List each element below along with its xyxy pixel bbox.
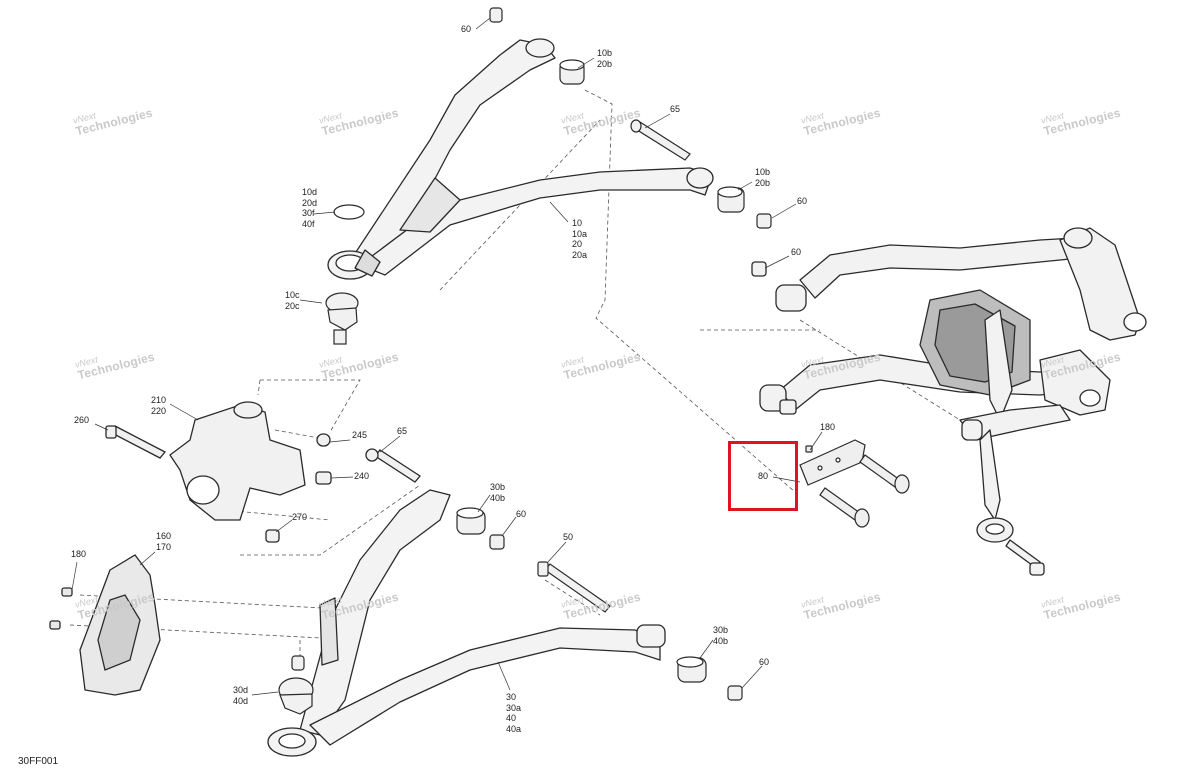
callout-60: 60 [516,509,527,519]
callout-60: 60 [797,196,808,206]
steering-knuckle [105,401,421,543]
assembled-suspension [751,227,1147,576]
callout-60: 60 [759,657,770,667]
lower-a-arm [267,489,666,757]
callout-30d-40d: 30d 40d [233,685,249,706]
callout-160-170: 160 170 [156,531,172,552]
upper-a-arm [327,38,714,280]
callout-180: 180 [820,422,836,432]
callout-245: 245 [352,430,368,440]
callout-60: 60 [791,247,802,257]
callout-260: 260 [74,415,90,425]
highlight-box [728,441,798,511]
callout-180: 180 [71,549,87,559]
callout-10-10a-20-20a: 10 10a 20 20a [572,218,588,260]
callout-65: 65 [670,104,681,114]
callout-10c-20c: 10c 20c [285,290,300,311]
callout-30b-40b: 30b 40b [713,625,729,646]
callout-210-220: 210 220 [151,395,167,416]
upper-hardware [325,7,772,345]
callout-10d-20d-30f-40f: 10d 20d 30f 40f [302,187,318,229]
callout-30-30a-40-40a: 30 30a 40 40a [506,692,522,734]
callout-270: 270 [292,512,308,522]
callout-65: 65 [397,426,408,436]
callout-50: 50 [563,532,574,542]
callout-80: 80 [758,471,769,481]
callout-30b-40b: 30b 40b [490,482,506,503]
callout-10b-20b: 10b 20b [755,167,771,188]
callout-60: 60 [461,24,472,34]
figure-code: 30FF001 [18,756,59,767]
guard-plate [49,554,161,696]
bracket-and-pins [799,439,910,528]
callout-10b-20b: 10b 20b [597,48,613,69]
leader-lines [71,17,823,696]
lower-hardware [278,507,743,715]
callout-240: 240 [354,471,370,481]
